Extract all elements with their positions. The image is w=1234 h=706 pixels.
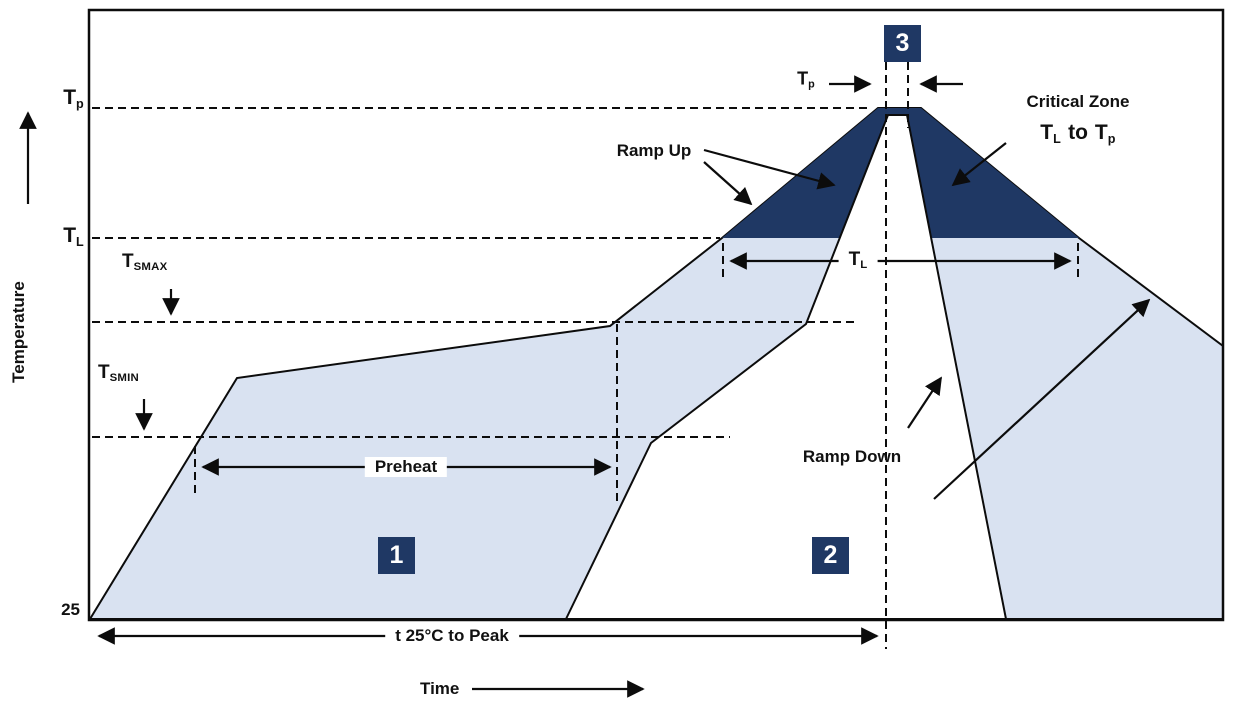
tp-axis-label: Tp xyxy=(44,86,84,111)
tsmax-label-sub: SMAX xyxy=(133,261,168,274)
critical-zone-arrow xyxy=(951,142,1007,187)
critical-range-to: to xyxy=(1068,121,1088,144)
tsmax-label-main: T xyxy=(122,251,134,272)
ramp-down-arrow-2 xyxy=(933,298,1151,500)
tl-axis-label-main: T xyxy=(63,224,77,247)
tl-axis-label: TL xyxy=(44,224,84,249)
ramp-up-arrow-2 xyxy=(703,148,836,190)
critical-zone-label: Critical Zone xyxy=(1026,92,1130,111)
tp-peak-time-sub: p xyxy=(808,78,815,91)
origin-temp-label: 25 xyxy=(61,600,80,619)
tsmin-label-sub: SMIN xyxy=(109,372,139,385)
critical-range-tl-main: T xyxy=(1040,121,1054,144)
zone-1-badge: 1 xyxy=(378,537,415,574)
tl-span-label: TL xyxy=(838,249,878,272)
tl-axis-label-sub: L xyxy=(76,234,84,249)
preheat-label: Preheat xyxy=(364,457,448,477)
tsmin-label-main: T xyxy=(98,362,110,383)
tl-span-label-main: T xyxy=(848,249,861,270)
critical-range-tp-main: T xyxy=(1094,121,1108,144)
critical-range-tp-sub: p xyxy=(1107,131,1116,146)
tsmax-label: TSMAX xyxy=(122,251,167,273)
zone-3-badge: 3 xyxy=(884,25,921,62)
critical-range-tl-sub: L xyxy=(1053,131,1062,146)
y-axis-title: Temperature xyxy=(9,281,28,383)
x-axis-title: Time xyxy=(420,679,460,698)
tl-span-label-sub: L xyxy=(860,259,868,272)
ramp-up-arrow-1 xyxy=(703,161,753,206)
tp-axis-label-main: T xyxy=(63,86,77,109)
zone-2-badge: 2 xyxy=(812,537,849,574)
tsmin-label: TSMIN xyxy=(98,362,139,384)
tp-peak-time-label: Tp xyxy=(797,68,815,91)
t25-to-peak-label: t 25°C to Peak xyxy=(385,626,519,646)
tp-peak-time-main: T xyxy=(797,68,809,89)
plot-border xyxy=(87,8,1225,622)
tp-axis-label-sub: p xyxy=(76,96,84,111)
ramp-up-label: Ramp Up xyxy=(616,141,692,160)
ramp-down-arrow-1 xyxy=(907,376,942,429)
ramp-down-label: Ramp Down xyxy=(802,447,902,466)
